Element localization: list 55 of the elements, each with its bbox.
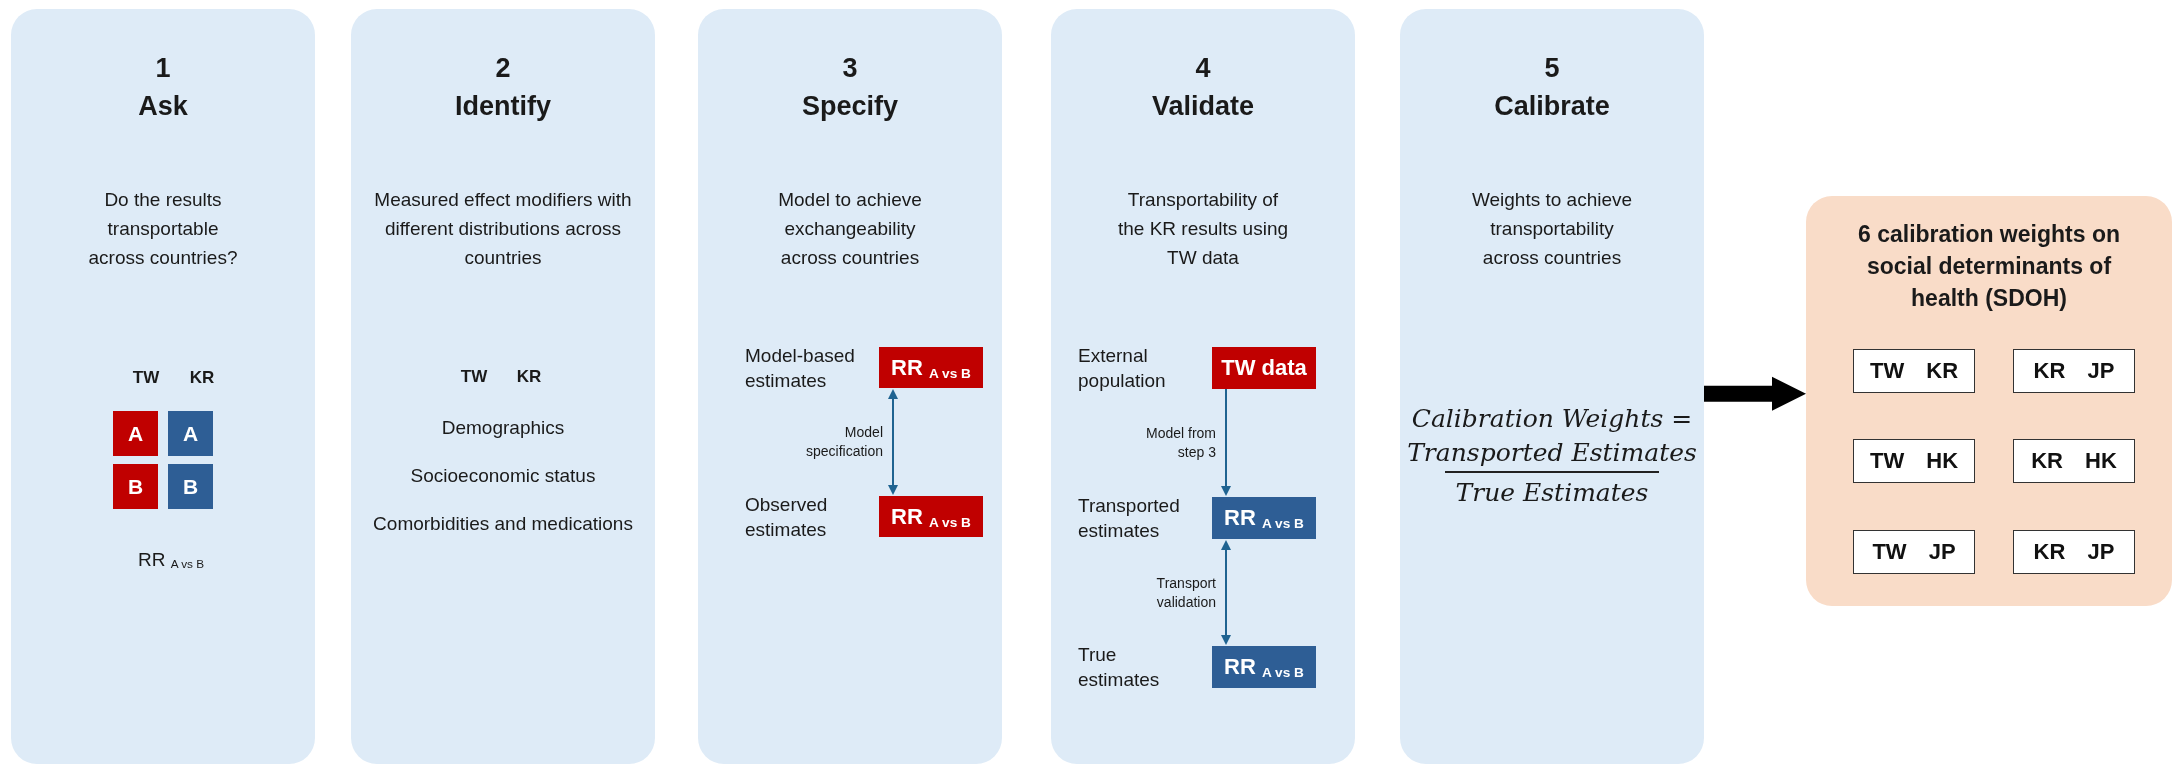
- result-heading: 6 calibration weights on social determinants of health (SDOH): [1857, 220, 2121, 313]
- formula-text: Transported Estimates: [1407, 437, 1697, 469]
- country-pair-box: TW KR: [1853, 349, 1975, 393]
- column-header: KR: [189, 367, 215, 389]
- country-pair-box: KR JP: [2013, 530, 2135, 574]
- arrow: [1221, 540, 1231, 645]
- column-header: TW: [460, 366, 488, 388]
- column-header: KR: [516, 366, 542, 388]
- row-label: Observed estimates: [745, 493, 829, 542]
- modifier-label: Comorbidities and medications: [373, 512, 633, 536]
- country-pair-box: TW HK: [1853, 439, 1975, 483]
- column-header: TW: [132, 367, 160, 389]
- step-heading: 2 Identify: [455, 52, 551, 123]
- group-square: A: [168, 411, 213, 456]
- result-panel: [1806, 196, 2172, 606]
- row-label: Transported estimates: [1078, 494, 1181, 543]
- group-square: B: [168, 464, 213, 509]
- formula-text: Calibration Weights =: [1411, 403, 1693, 435]
- step-panel: [351, 9, 655, 764]
- arrow: [1704, 376, 1806, 411]
- group-square: A: [113, 411, 158, 456]
- row-label: True estimates: [1078, 643, 1161, 692]
- data-source-box: TW data: [1212, 347, 1316, 389]
- row-label: External population: [1078, 344, 1167, 393]
- country-pair-box: KR HK: [2013, 439, 2135, 483]
- step-heading: 5 Calibrate: [1494, 52, 1610, 123]
- edge-label: Transport validation: [1155, 573, 1216, 612]
- step-description: Do the results transportable across countries?: [88, 188, 238, 270]
- step-heading: 4 Validate: [1152, 52, 1254, 123]
- formula-text: True Estimates: [1455, 477, 1649, 509]
- step-heading: 3 Specify: [802, 52, 898, 123]
- group-square: B: [113, 464, 158, 509]
- step-description: Weights to achieve transportability across countries: [1470, 188, 1634, 270]
- edge-label: Model from step 3: [1144, 424, 1216, 462]
- country-pair-box: TW JP: [1853, 530, 1975, 574]
- step-heading: 1 Ask: [138, 52, 188, 123]
- step-panel: [11, 9, 315, 764]
- step-description: Transportability of the KR results using TW data: [1117, 188, 1289, 270]
- arrow: [1221, 388, 1231, 496]
- risk-ratio-label: RR $_{A vs B}$: [137, 548, 205, 573]
- step-panel: [1400, 9, 1704, 764]
- step-description: Measured effect modifiers with different distributions across countries: [373, 188, 633, 270]
- risk-ratio-box: RR $_{A vs B}$: [1212, 497, 1316, 539]
- row-label: Model-based estimates: [745, 344, 856, 393]
- step-description: Model to achieve exchangeability across countries: [777, 188, 923, 270]
- edge-label: Model specification: [804, 423, 883, 461]
- modifier-label: Socioeconomic status: [410, 464, 596, 488]
- arrow: [888, 389, 898, 495]
- country-pair-box: KR JP: [2013, 349, 2135, 393]
- risk-ratio-box: RR $_{A vs B}$: [1212, 646, 1316, 688]
- step-panel: [698, 9, 1002, 764]
- risk-ratio-box: RR $_{A vs B}$: [879, 496, 983, 537]
- step-panel: [1051, 9, 1355, 764]
- risk-ratio-box: RR $_{A vs B}$: [879, 347, 983, 388]
- modifier-label: Demographics: [441, 416, 565, 440]
